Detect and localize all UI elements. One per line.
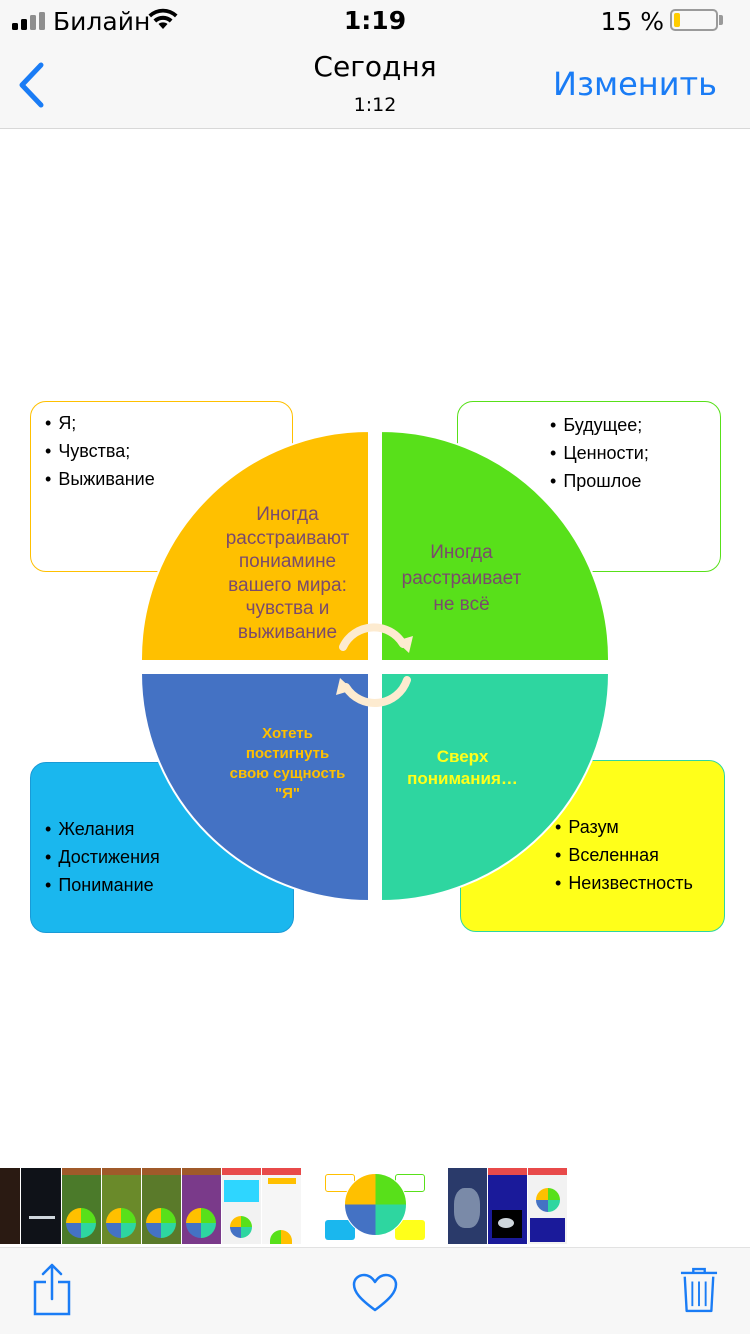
status-bar: Билайн 1:19 15 %	[0, 0, 750, 40]
cycle-diagram	[139, 429, 611, 903]
list-item: Я;	[45, 409, 155, 437]
thumbnail-filmstrip[interactable]	[0, 1165, 750, 1247]
battery-icon	[670, 9, 718, 31]
trash-icon[interactable]	[680, 1265, 718, 1315]
quadrant-bottom-right	[380, 672, 611, 903]
share-icon[interactable]	[32, 1262, 72, 1316]
thumbnail[interactable]	[0, 1168, 20, 1244]
thumbnail[interactable]	[262, 1168, 301, 1244]
arrow-head-bottom	[336, 678, 353, 695]
list-item: Неизвестность	[555, 869, 693, 897]
list-item: Прошлое	[550, 467, 649, 495]
navigation-bar: Сегодня 1:12 Изменить	[0, 40, 750, 129]
cycle-arrows-icon	[339, 623, 411, 707]
list-item: Понимание	[45, 871, 160, 899]
thumbnail[interactable]	[62, 1168, 101, 1244]
quadrant-bottom-left-text: Хотеть постигнуть свою сущность "Я"	[229, 725, 346, 802]
quadrant-top-left	[139, 429, 370, 662]
page-title: Сегодня	[313, 50, 437, 83]
thumbnail[interactable]	[488, 1168, 527, 1244]
carrier-name: Билайн	[53, 7, 151, 36]
page-subtitle: 1:12	[353, 94, 397, 116]
list-item: Разум	[555, 813, 693, 841]
quadrant-top-left-text: Иногда расстраивают пониамине вашего мир…	[225, 504, 350, 643]
thumbnail[interactable]	[21, 1168, 61, 1244]
quadrant-bottom-left	[139, 672, 370, 903]
thumbnail[interactable]	[182, 1168, 221, 1244]
arrow-head-top	[396, 636, 413, 653]
thumbnail[interactable]	[448, 1168, 487, 1244]
signal-icon	[12, 12, 46, 30]
box-bottom-left-list: Желания Достижения Понимание	[45, 815, 160, 899]
list-item: Достижения	[45, 843, 160, 871]
quadrant-top-right	[380, 429, 611, 662]
box-top-right-list: Будущее; Ценности; Прошлое	[550, 411, 649, 495]
photo-viewer[interactable]: Я; Чувства; Выживание Будущее; Ценности;…	[0, 130, 750, 1165]
quadrant-top-right-text: Иногда расстраивает не всё	[401, 542, 522, 615]
status-time: 1:19	[343, 6, 407, 35]
wifi-icon	[148, 8, 178, 29]
thumbnail[interactable]	[528, 1168, 567, 1244]
list-item: Будущее;	[550, 411, 649, 439]
list-item: Вселенная	[555, 841, 693, 869]
heart-icon[interactable]	[352, 1273, 398, 1313]
thumbnail[interactable]	[102, 1168, 141, 1244]
thumbnail[interactable]	[222, 1168, 261, 1244]
edit-button[interactable]: Изменить	[553, 65, 717, 103]
list-item: Чувства;	[45, 437, 155, 465]
box-top-left-list: Я; Чувства; Выживание	[45, 409, 155, 493]
list-item: Желания	[45, 815, 160, 843]
quadrant-bottom-right-text: Сверх понимания…	[407, 747, 518, 788]
battery-tip	[719, 15, 723, 25]
list-item: Выживание	[45, 465, 154, 493]
list-item: Ценности;	[550, 439, 649, 467]
thumbnail-selected[interactable]	[322, 1168, 428, 1244]
box-bottom-right-list: Разум Вселенная Неизвестность	[555, 813, 693, 897]
bottom-toolbar	[0, 1247, 750, 1334]
back-chevron-icon[interactable]	[14, 60, 48, 110]
battery-percent: 15 %	[600, 7, 664, 36]
thumbnail[interactable]	[142, 1168, 181, 1244]
